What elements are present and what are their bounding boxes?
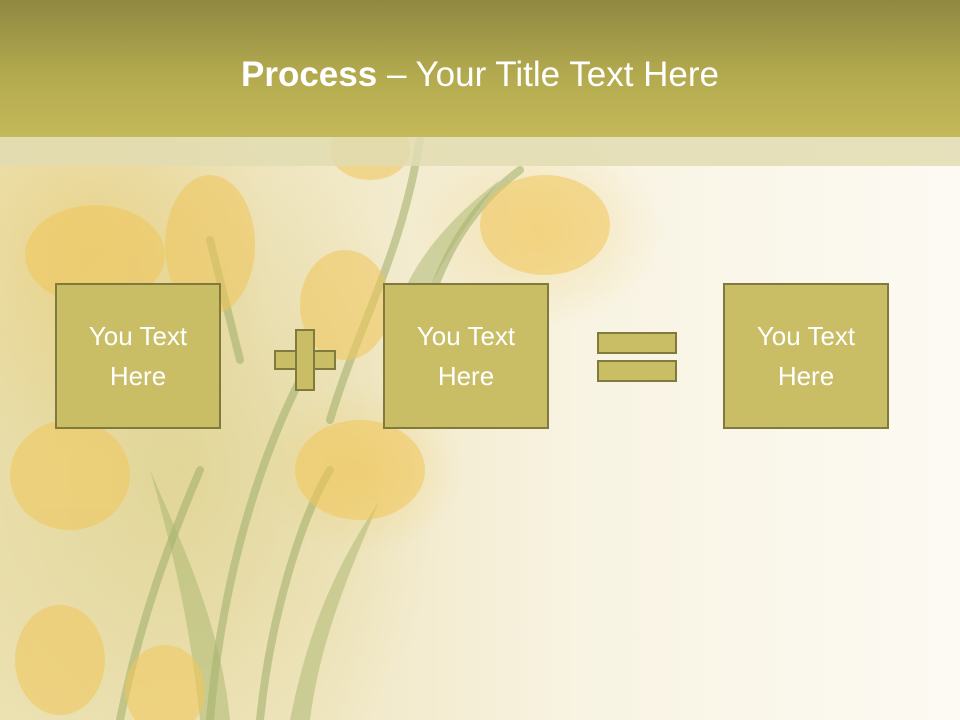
plus-icon [274,329,336,391]
process-box-1-label: You Text Here [88,321,188,391]
title-bold-text: Process [241,55,378,94]
title-bar-strip [0,137,960,166]
equals-bar-top [597,332,677,354]
process-box-2[interactable]: You Text Here [383,283,549,429]
slide-title[interactable]: Process – Your Title Text Here [0,52,960,98]
title-bar [0,0,960,137]
title-rest-text: – Your Title Text Here [377,55,719,94]
process-box-1[interactable]: You Text Here [55,283,221,429]
equals-bar-bottom [597,360,677,382]
result-box[interactable]: You Text Here [723,283,889,429]
process-box-2-label: You Text Here [416,321,516,391]
result-box-label: You Text Here [756,321,856,391]
